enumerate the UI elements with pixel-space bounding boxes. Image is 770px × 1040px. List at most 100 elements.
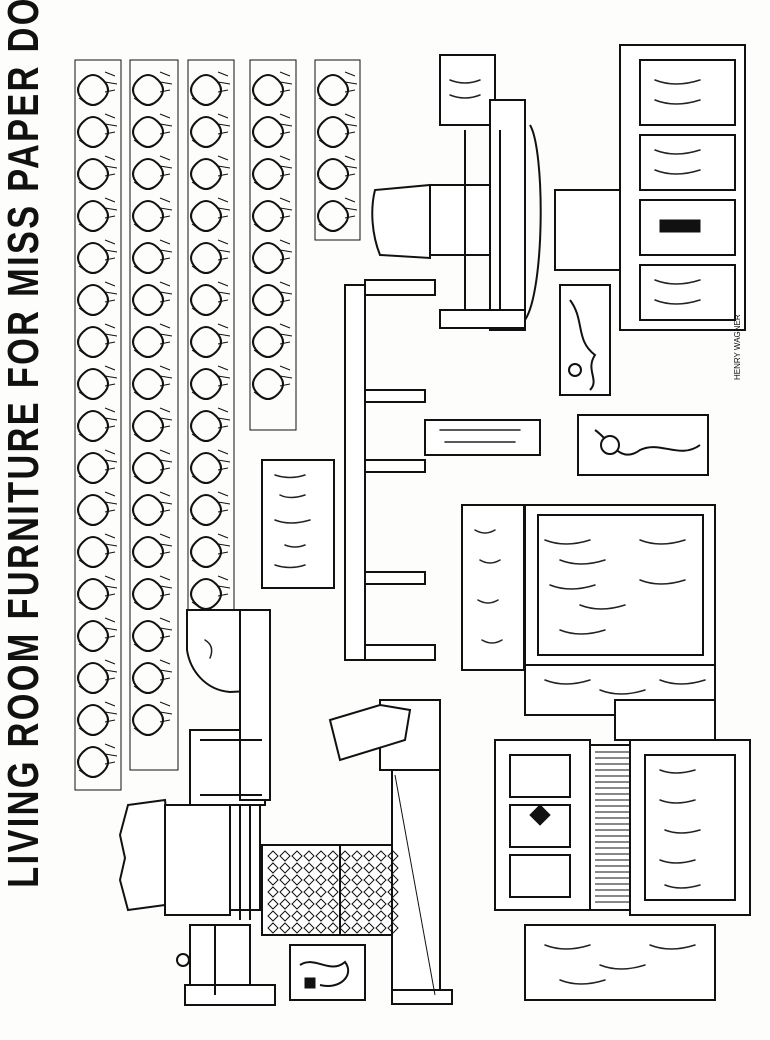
quilt-diamond — [327, 898, 339, 910]
wallpaper-motif — [77, 575, 118, 610]
quilt-diamond — [279, 874, 291, 886]
quilt-diamond — [315, 850, 327, 862]
wallpaper-motif — [132, 281, 173, 316]
wallpaper-motif — [132, 365, 173, 400]
wallpaper-motif — [77, 155, 118, 190]
quilt-diamond — [339, 922, 351, 934]
wallpaper-motif — [190, 323, 231, 358]
quilt-diamond — [327, 922, 339, 934]
wallpaper-motif — [77, 743, 118, 778]
quilt-diamond — [267, 910, 279, 922]
wallpaper-motif — [77, 407, 118, 442]
settee — [371, 54, 542, 331]
quilt-diamond — [351, 886, 363, 898]
quilt-diamond — [267, 850, 279, 862]
wallpaper-motif — [132, 407, 173, 442]
quilt-diamond — [291, 898, 303, 910]
quilt-diamond — [279, 898, 291, 910]
quilt-diamond — [339, 850, 351, 862]
wallpaper-motif — [317, 197, 358, 232]
quilt-diamond — [291, 874, 303, 886]
wallpaper-motif — [77, 617, 118, 652]
table — [344, 279, 541, 661]
sofa — [261, 699, 453, 1005]
wallpaper-motif — [132, 323, 173, 358]
quilt-diamond — [303, 910, 315, 922]
quilt-diamond — [339, 862, 351, 874]
quilt-diamond — [267, 898, 279, 910]
quilt-diamond — [339, 886, 351, 898]
quilt-diamond — [267, 886, 279, 898]
wallpaper-motif — [317, 113, 358, 148]
quilt-diamond — [375, 922, 387, 934]
quilt-diamond — [315, 862, 327, 874]
quilt-diamond — [291, 922, 303, 934]
wallpaper-motif — [77, 449, 118, 484]
wallpaper-motif — [132, 491, 173, 526]
wallpaper-motif — [190, 155, 231, 190]
quilt-diamond — [363, 910, 375, 922]
wallpaper-motif — [77, 365, 118, 400]
wallpaper-motif — [252, 239, 293, 274]
quilt-diamond — [375, 910, 387, 922]
wallpaper-motif — [190, 197, 231, 232]
quilt-diamond — [363, 850, 375, 862]
quilt-diamond — [351, 898, 363, 910]
wallpaper-motif — [77, 659, 118, 694]
quilt-diamond — [363, 922, 375, 934]
wallpaper-motif — [132, 197, 173, 232]
upholstered-chair — [186, 609, 271, 806]
quilt-diamond — [351, 922, 363, 934]
quilt-diamond — [339, 898, 351, 910]
wallpaper-motif — [132, 533, 173, 568]
quilt-diamond — [375, 850, 387, 862]
quilt-diamond — [291, 862, 303, 874]
pictures — [289, 284, 709, 1001]
wallpaper-motif — [132, 575, 173, 610]
wallpaper-motif — [190, 449, 231, 484]
quilt-diamond — [351, 910, 363, 922]
wallpaper-motif — [77, 701, 118, 736]
rug — [261, 459, 335, 589]
bookcase-secretary — [494, 739, 751, 1001]
wallpaper-motif — [77, 113, 118, 148]
wallpaper-border-strips — [74, 59, 361, 791]
quilt-diamond — [363, 898, 375, 910]
quilt-diamond — [327, 874, 339, 886]
quilt-diamond — [315, 910, 327, 922]
quilt-diamond — [387, 850, 399, 862]
quilt-diamond — [351, 874, 363, 886]
wallpaper-motif — [77, 71, 118, 106]
wallpaper-motif — [132, 239, 173, 274]
quilt-diamond — [363, 874, 375, 886]
wallpaper-motif — [317, 155, 358, 190]
quilt-diamond — [315, 922, 327, 934]
armchair — [118, 789, 276, 1006]
wallpaper-motif — [252, 281, 293, 316]
quilt-diamond — [315, 898, 327, 910]
quilt-diamond — [375, 886, 387, 898]
wallpaper-motif — [190, 575, 231, 610]
wallpaper-motif — [252, 323, 293, 358]
wallpaper-motif — [252, 71, 293, 106]
wallpaper-motif — [77, 533, 118, 568]
quilt-diamond — [375, 898, 387, 910]
wallpaper-motif — [317, 71, 358, 106]
wallpaper-motif — [77, 281, 118, 316]
quilt-diamond — [303, 850, 315, 862]
quilt-diamond — [291, 850, 303, 862]
wallpaper-motifs — [77, 71, 358, 778]
quilt-diamond — [351, 862, 363, 874]
wallpaper-motif — [190, 533, 231, 568]
book-spines — [595, 751, 630, 903]
wallpaper-motif — [252, 197, 293, 232]
quilt-diamond — [303, 874, 315, 886]
quilt-diamond — [363, 886, 375, 898]
quilt-diamond — [279, 850, 291, 862]
wallpaper-motif — [132, 449, 173, 484]
quilt-diamond — [267, 862, 279, 874]
wallpaper-motif — [190, 239, 231, 274]
quilt-diamond — [267, 874, 279, 886]
quilt-diamond — [387, 910, 399, 922]
wallpaper-motif — [132, 71, 173, 106]
